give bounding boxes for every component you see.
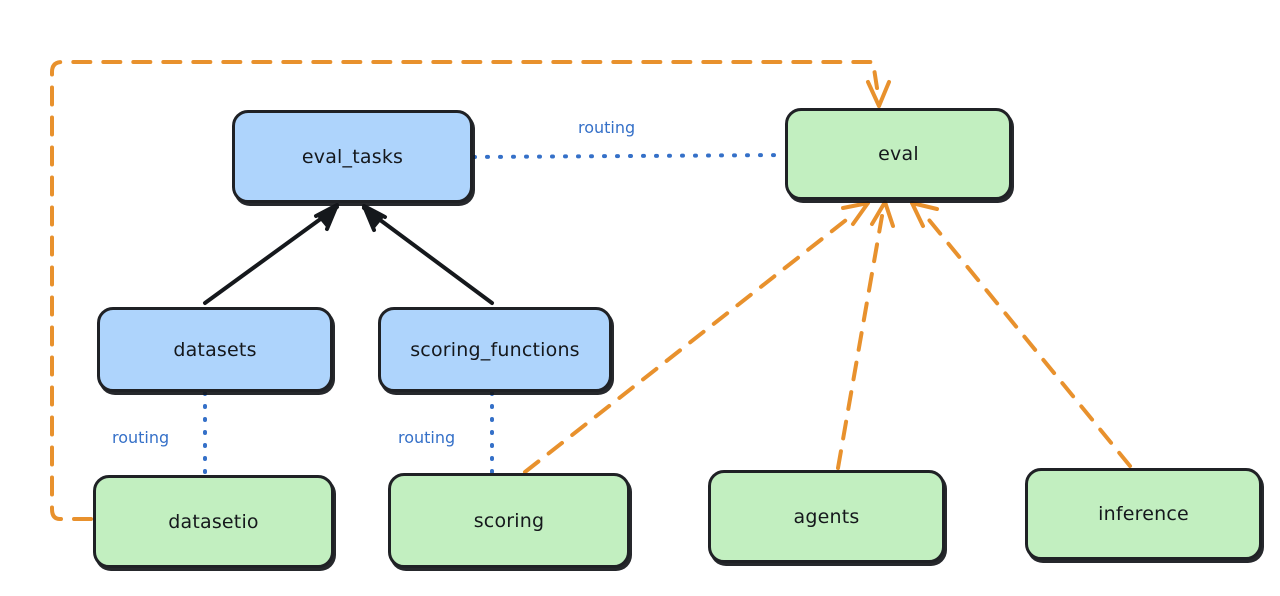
edge-datasets-to-eval-tasks: [203, 203, 339, 305]
node-label-scoring: scoring: [473, 509, 545, 532]
edge-inference-to-eval: [910, 201, 1132, 468]
node-label-datasets: datasets: [173, 338, 257, 361]
node-scoring[interactable]: scoring: [388, 473, 630, 568]
node-label-scoring-functions: scoring_functions: [410, 338, 580, 361]
node-label-datasetio: datasetio: [168, 510, 259, 533]
edge-agents-to-eval: [836, 200, 895, 470]
edge-label-routing-datasets: routing: [112, 428, 170, 447]
node-eval-tasks[interactable]: eval_tasks: [232, 110, 473, 203]
edge-label-routing-eval: routing: [578, 118, 636, 137]
node-datasetio[interactable]: datasetio: [93, 475, 334, 568]
node-label-inference: inference: [1098, 503, 1189, 525]
node-agents[interactable]: agents: [708, 470, 945, 563]
node-inference[interactable]: inference: [1025, 468, 1262, 560]
edge-scoring-functions-to-eval-tasks: [362, 204, 494, 305]
node-datasets[interactable]: datasets: [97, 307, 333, 392]
edge-label-routing-scoring: routing: [398, 428, 456, 447]
node-label-eval-tasks: eval_tasks: [301, 145, 404, 168]
edge-eval-tasks-to-eval: [472, 153, 786, 159]
node-scoring-functions[interactable]: scoring_functions: [378, 307, 612, 392]
node-label-eval: eval: [878, 143, 919, 165]
node-eval[interactable]: eval: [785, 108, 1012, 200]
node-label-agents: agents: [793, 505, 860, 528]
